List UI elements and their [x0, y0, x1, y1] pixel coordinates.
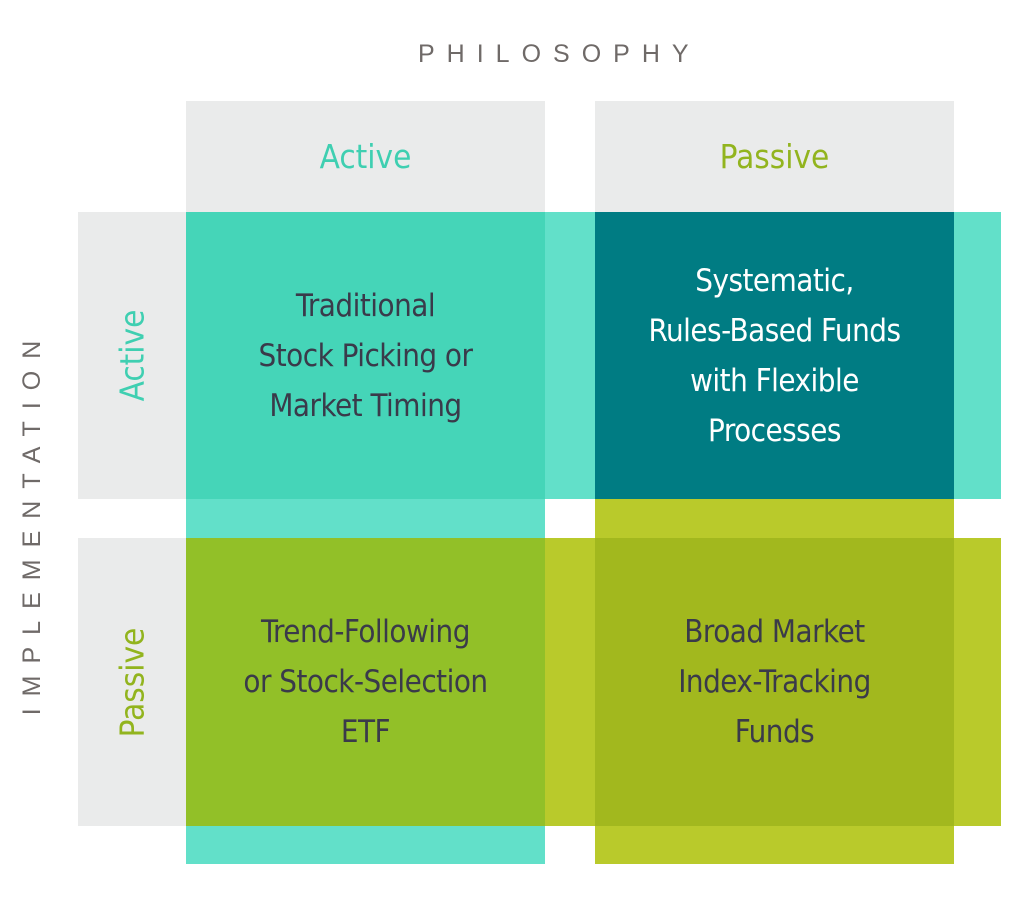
quadrant-passive-passive: Broad Market Index-Tracking Funds: [595, 538, 954, 826]
active-column-band-gap: [186, 499, 545, 538]
row-header-passive-label: Passive: [112, 627, 152, 737]
quadrant-passive-active: Trend-Following or Stock-Selection ETF: [186, 538, 545, 826]
row-header-passive: Passive: [78, 538, 186, 826]
implementation-axis-title: IMPLEMENTATION: [18, 328, 46, 716]
quadrant-active-active: Traditional Stock Picking or Market Timi…: [186, 212, 545, 499]
quadrant-active-passive-text: Systematic, Rules-Based Funds with Flexi…: [648, 262, 901, 449]
quadrant-active-active-text: Traditional Stock Picking or Market Timi…: [258, 287, 473, 424]
column-header-passive-label: Passive: [719, 137, 830, 176]
column-header-active: Active: [186, 101, 545, 212]
passive-row-band-middle: [545, 538, 595, 826]
active-column-band-bottom: [186, 826, 545, 864]
row-header-active: Active: [78, 212, 186, 499]
passive-row-band-right: [954, 538, 1001, 826]
active-row-band-right: [954, 212, 1001, 499]
passive-column-band-gap: [595, 499, 954, 538]
philosophy-axis-title: PHILOSOPHY: [418, 40, 701, 68]
quadrant-passive-passive-text: Broad Market Index-Tracking Funds: [678, 614, 871, 750]
column-header-active-label: Active: [319, 137, 412, 176]
quadrant-passive-active-text: Trend-Following or Stock-Selection ETF: [243, 614, 488, 750]
row-header-active-label: Active: [112, 309, 152, 402]
active-row-band-middle: [545, 212, 595, 499]
column-header-passive: Passive: [595, 101, 954, 212]
passive-column-band-bottom: [595, 826, 954, 864]
quadrant-active-passive: Systematic, Rules-Based Funds with Flexi…: [595, 212, 954, 499]
